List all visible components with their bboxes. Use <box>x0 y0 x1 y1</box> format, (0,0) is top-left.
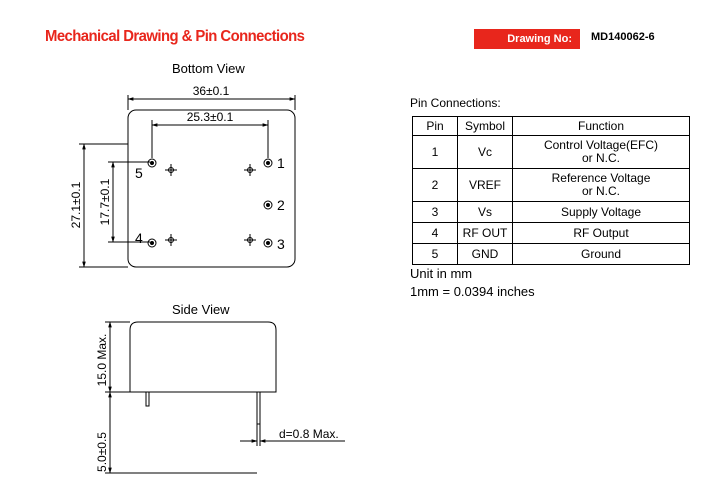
pin-4 <box>147 238 157 248</box>
column-header-pin: Pin <box>412 116 458 136</box>
pin-connections-caption: Pin Connections: <box>410 96 501 110</box>
pin-cell: 3 <box>412 201 458 223</box>
table-row: 5 GND Ground <box>412 243 690 265</box>
column-header-symbol: Symbol <box>457 116 513 136</box>
pin-label-4: 4 <box>135 230 143 246</box>
pin-1 <box>263 158 273 168</box>
bottom-view-body <box>127 109 296 268</box>
symbol-cell: GND <box>457 243 513 265</box>
bottom-view-label: Bottom View <box>172 61 245 76</box>
pin-cell: 1 <box>412 135 458 169</box>
unit-conversion-note: 1mm = 0.0394 inches <box>410 284 535 299</box>
drawing-number: MD140062-6 <box>591 31 655 43</box>
symbol-cell: RF OUT <box>457 222 513 244</box>
side-view-pin-length-dim: 5.0±0.5 <box>95 432 109 472</box>
function-cell: Control Voltage(EFC) or N.C. <box>512 135 690 169</box>
bottom-view-pin-height-dim: 17.7±0.1 <box>98 178 112 225</box>
function-cell: Supply Voltage <box>512 201 690 223</box>
symbol-cell: VREF <box>457 168 513 202</box>
pin-label-1: 1 <box>277 155 285 171</box>
standoff-marker <box>244 234 256 246</box>
table-row: 1 Vc Control Voltage(EFC) or N.C. <box>412 135 690 169</box>
pin-cell: 2 <box>412 168 458 202</box>
bottom-view-height-dim: 27.1±0.1 <box>69 181 83 228</box>
function-cell: Reference Voltage or N.C. <box>512 168 690 202</box>
standoff-marker <box>165 164 177 176</box>
table-row: 2 VREF Reference Voltage or N.C. <box>412 168 690 202</box>
side-view-body <box>129 321 277 393</box>
function-cell: Ground <box>512 243 690 265</box>
symbol-cell: Vc <box>457 135 513 169</box>
pin-label-3: 3 <box>277 236 285 252</box>
pin-5 <box>147 158 157 168</box>
side-view-pin-right <box>256 391 261 425</box>
pin-label-2: 2 <box>277 197 285 213</box>
page-title: Mechanical Drawing & Pin Connections <box>45 28 305 45</box>
side-view-label: Side View <box>172 302 230 317</box>
pin-2 <box>263 200 273 210</box>
function-cell: RF Output <box>512 222 690 244</box>
pin-connections-table: Pin Symbol Function 1 Vc Control Voltage… <box>412 116 690 265</box>
drawing-number-label: Drawing No: <box>474 29 580 49</box>
pin-cell: 4 <box>412 222 458 244</box>
pin-3 <box>263 238 273 248</box>
pin-label-5: 5 <box>135 165 143 181</box>
bottom-view-pin-span-dim: 25.3±0.1 <box>187 110 234 124</box>
side-view-pin-diameter-dim: d=0.8 Max. <box>279 427 339 441</box>
table-row: 3 Vs Supply Voltage <box>412 201 690 223</box>
side-view-height-dim: 15.0 Max. <box>95 334 109 387</box>
symbol-cell: Vs <box>457 201 513 223</box>
column-header-function: Function <box>512 116 690 136</box>
standoff-marker <box>244 164 256 176</box>
pin-cell: 5 <box>412 243 458 265</box>
bottom-view-width-dim: 36±0.1 <box>193 84 230 98</box>
unit-note: Unit in mm <box>410 266 473 281</box>
side-view-pin-left <box>145 391 150 407</box>
standoff-marker <box>165 234 177 246</box>
table-row: 4 RF OUT RF Output <box>412 222 690 244</box>
